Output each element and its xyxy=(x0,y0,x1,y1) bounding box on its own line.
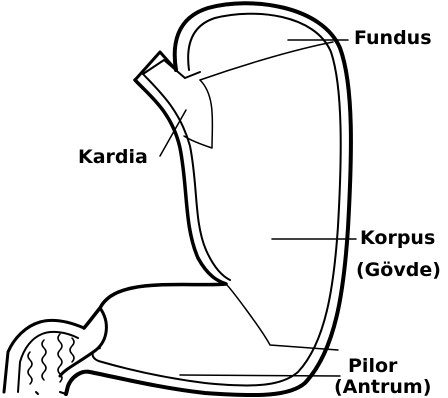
lesser-curvature-outer xyxy=(84,80,226,328)
stomach-outer-wall xyxy=(66,3,351,395)
label-fundus: Fundus xyxy=(354,29,432,48)
stomach-inner-wall xyxy=(102,14,341,386)
label-korpus-sub: (Gövde) xyxy=(356,261,441,280)
duodenum-folds xyxy=(28,334,74,384)
fundus-boundary xyxy=(200,42,333,80)
label-pilor-sub: (Antrum) xyxy=(334,378,431,397)
pylorus-inner xyxy=(93,348,102,362)
label-pilor: Pilor xyxy=(348,357,397,376)
kardia-boundary xyxy=(184,80,212,148)
kardia-leader xyxy=(160,110,186,156)
label-korpus: Korpus xyxy=(360,229,435,248)
duodenum-lower xyxy=(36,392,66,394)
pilor-leader xyxy=(180,375,340,376)
antrum-boundary xyxy=(226,284,338,350)
pylorus-outer xyxy=(60,308,106,376)
label-kardia: Kardia xyxy=(78,148,148,167)
lesser-curvature-inner xyxy=(143,74,230,280)
